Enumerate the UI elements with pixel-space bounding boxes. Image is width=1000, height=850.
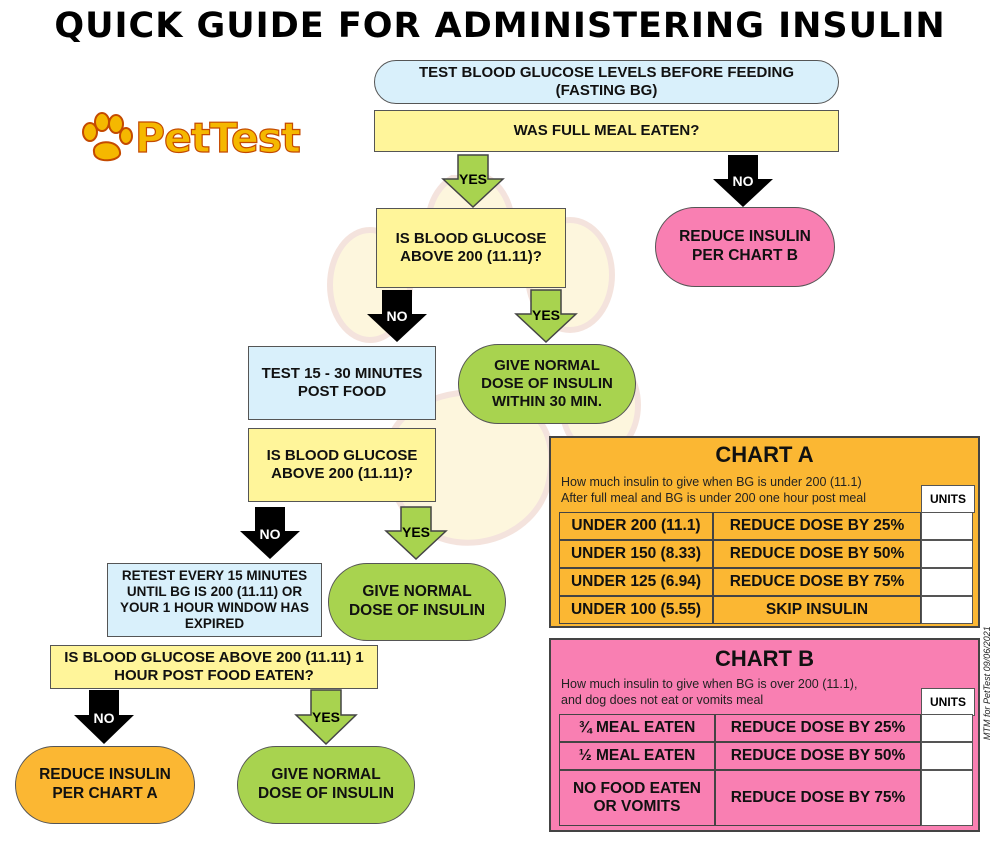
chart-b-action: REDUCE DOSE BY 25% (715, 714, 921, 742)
chart-b-units-header: UNITS (921, 688, 975, 716)
chart-a-condition: UNDER 125 (6.94) (559, 568, 713, 596)
chart-a: CHART A How much insulin to give when BG… (549, 436, 980, 628)
arrow-yes-4: YES (294, 689, 358, 746)
chart-a-units-header: UNITS (921, 485, 975, 513)
give-normal-dose-1: GIVE NORMAL DOSE OF INSULIN (328, 563, 506, 641)
question-full-meal: WAS FULL MEAL EATEN? (374, 110, 839, 152)
logo-text: PetTest (134, 113, 301, 162)
chart-b-desc-2: and dog does not eat or vomits meal (561, 693, 764, 707)
arrow-yes-1: YES (441, 154, 505, 209)
chart-b-condition: ¾ MEAL EATEN (559, 714, 715, 742)
footnote-credit: MTM for PetTest 09/06/2021 (982, 626, 992, 740)
chart-a-action: REDUCE DOSE BY 25% (713, 512, 921, 540)
chart-a-units-input[interactable] (921, 540, 973, 568)
chart-b: CHART B How much insulin to give when BG… (549, 638, 980, 832)
pettest-logo: PetTest (80, 110, 301, 170)
chart-a-condition: UNDER 150 (8.33) (559, 540, 713, 568)
chart-b-action: REDUCE DOSE BY 50% (715, 742, 921, 770)
chart-b-condition: NO FOOD EATEN OR VOMITS (559, 770, 715, 826)
chart-a-condition: UNDER 100 (5.55) (559, 596, 713, 624)
chart-b-desc-1: How much insulin to give when BG is over… (561, 677, 858, 691)
paw-icon (82, 112, 133, 162)
chart-a-action: REDUCE DOSE BY 75% (713, 568, 921, 596)
chart-a-action: SKIP INSULIN (713, 596, 921, 624)
chart-b-condition: ½ MEAL EATEN (559, 742, 715, 770)
chart-b-units-input[interactable] (921, 770, 973, 826)
arrow-yes-3: YES (384, 506, 448, 561)
arrow-no-3: NO (240, 507, 300, 559)
question-bg-above-200-2: IS BLOOD GLUCOSE ABOVE 200 (11.11)? (248, 428, 436, 502)
chart-b-units-input[interactable] (921, 714, 973, 742)
chart-a-desc-2: After full meal and BG is under 200 one … (561, 491, 867, 505)
chart-a-title: CHART A (715, 442, 814, 467)
give-normal-dose-2: GIVE NORMAL DOSE OF INSULIN (237, 746, 415, 824)
chart-b-action: REDUCE DOSE BY 75% (715, 770, 921, 826)
arrow-yes-2: YES (514, 289, 578, 344)
chart-a-condition: UNDER 200 (11.1) (559, 512, 713, 540)
chart-a-desc-1: How much insulin to give when BG is unde… (561, 475, 862, 489)
chart-b-units-input[interactable] (921, 742, 973, 770)
arrow-no-4: NO (74, 690, 134, 744)
page-title: QUICK GUIDE FOR ADMINISTERING INSULIN (54, 6, 946, 46)
arrow-no-1: NO (713, 155, 773, 207)
question-bg-above-200-1: IS BLOOD GLUCOSE ABOVE 200 (11.11)? (376, 208, 566, 288)
question-bg-1-hour: IS BLOOD GLUCOSE ABOVE 200 (11.11) 1 HOU… (50, 645, 378, 689)
start-box: TEST BLOOD GLUCOSE LEVELS BEFORE FEEDING… (374, 60, 839, 104)
give-normal-within-30: GIVE NORMAL DOSE OF INSULIN WITHIN 30 MI… (458, 344, 636, 424)
chart-a-units-input[interactable] (921, 568, 973, 596)
reduce-per-chart-b: REDUCE INSULIN PER CHART B (655, 207, 835, 287)
retest-box: RETEST EVERY 15 MINUTES UNTIL BG IS 200 … (107, 563, 322, 637)
test-post-food-box: TEST 15 - 30 MINUTES POST FOOD (248, 346, 436, 420)
chart-a-units-input[interactable] (921, 596, 973, 624)
chart-b-title: CHART B (715, 646, 814, 671)
reduce-per-chart-a: REDUCE INSULIN PER CHART A (15, 746, 195, 824)
arrow-no-2: NO (367, 290, 427, 342)
chart-a-action: REDUCE DOSE BY 50% (713, 540, 921, 568)
chart-a-units-input[interactable] (921, 512, 973, 540)
